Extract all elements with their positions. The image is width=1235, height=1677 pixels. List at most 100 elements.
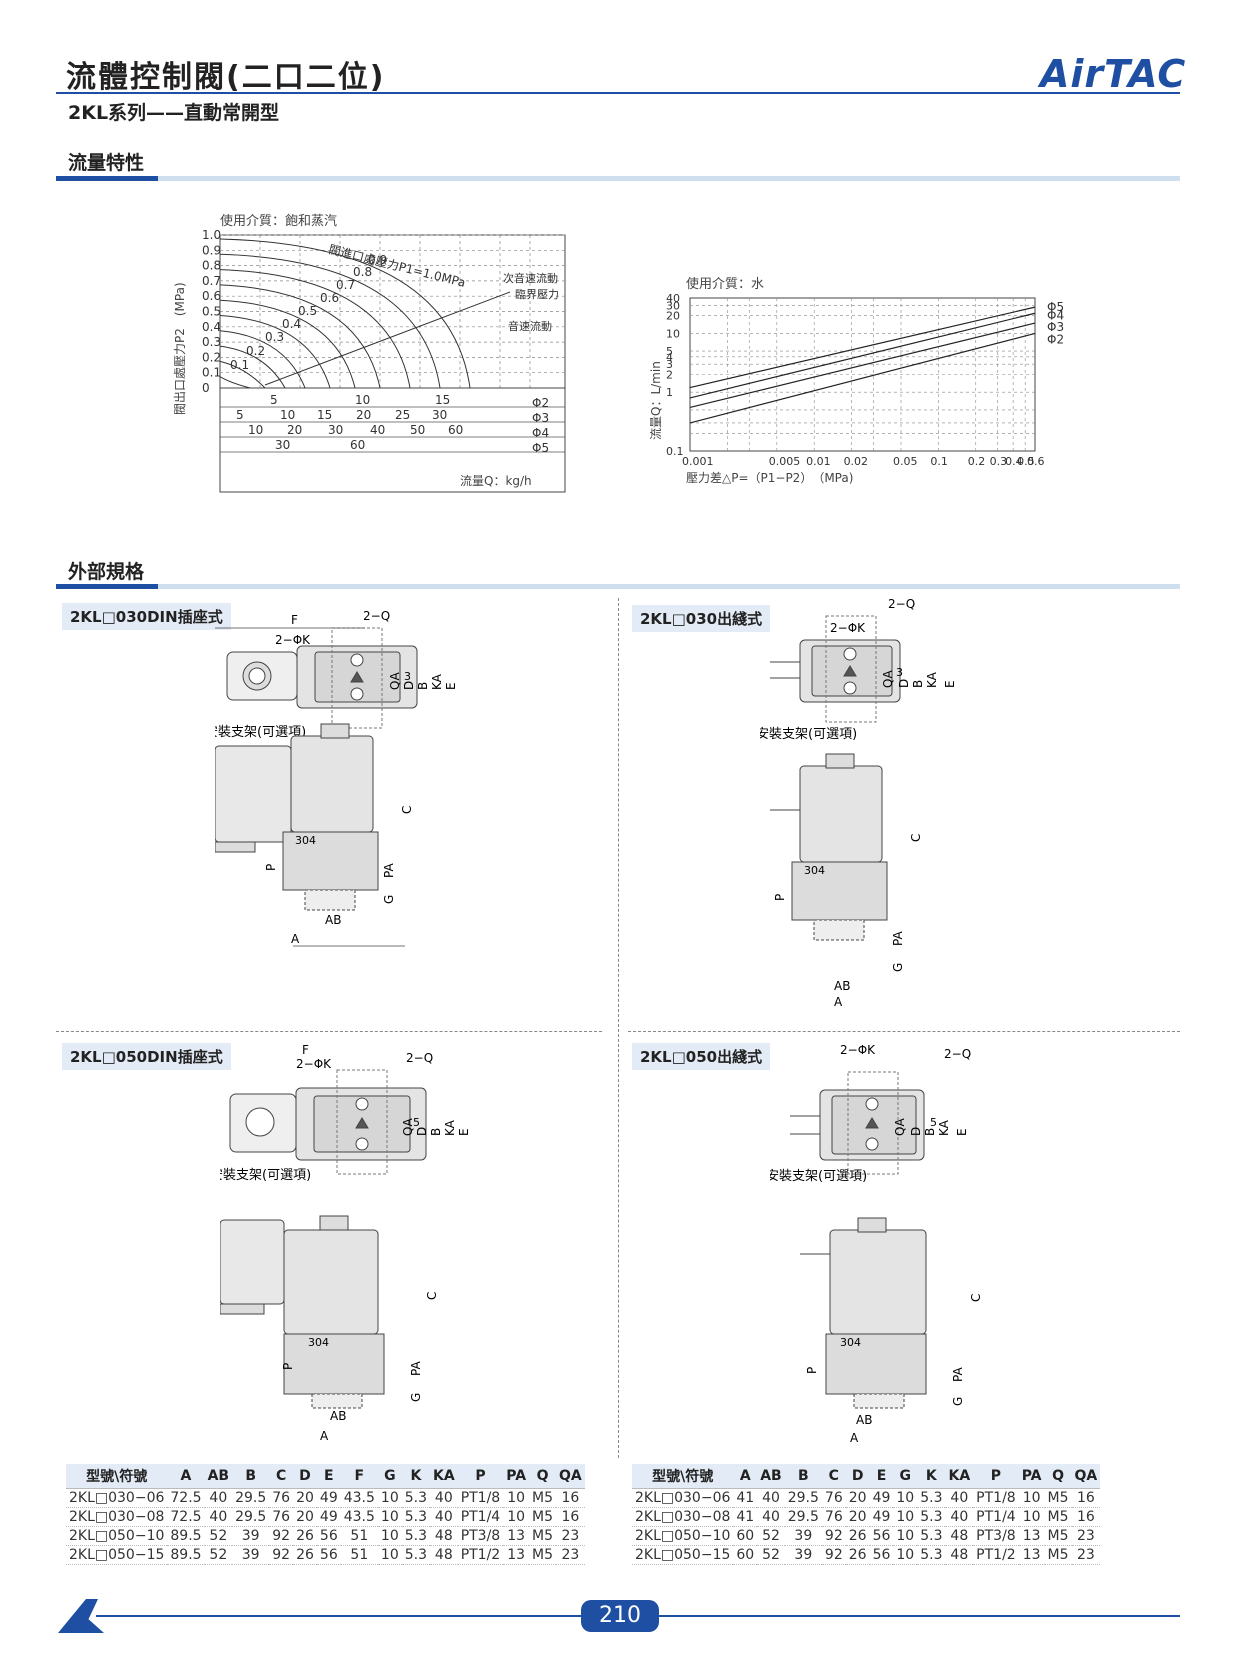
table-cell: 29.5	[232, 1488, 270, 1508]
table-cell: M5	[529, 1507, 557, 1527]
dim-ka: KA	[937, 1119, 951, 1136]
table-cell: 72.5	[167, 1507, 205, 1527]
steam-row-tick: 25	[395, 408, 410, 422]
dim-q-3: 2−Q	[406, 1051, 433, 1065]
steam-ytick: 0	[202, 381, 210, 395]
dim-b: B	[911, 680, 925, 688]
water-legend-label: Φ5	[1047, 300, 1064, 314]
dim-d: D	[402, 681, 416, 690]
dim-5-4: 5	[930, 1116, 937, 1129]
steam-curve-label: 0.4	[282, 317, 301, 331]
dim-k-3: 2−ΦK	[296, 1057, 332, 1071]
table-cell: 5.3	[917, 1526, 946, 1546]
water-legend-label: Φ3	[1047, 320, 1064, 334]
steam-ytick: 0.4	[202, 320, 221, 334]
table-cell: 23	[1071, 1545, 1101, 1565]
dim-q-4: 2−Q	[944, 1047, 971, 1061]
bracket-label-1: 安裝支架(可選項)	[215, 725, 306, 740]
steam-curve	[219, 284, 381, 389]
table-cell: 49	[869, 1488, 894, 1508]
dim-d: D	[909, 1127, 923, 1136]
table-cell: 76	[821, 1507, 846, 1527]
table-cell: 2KL□030−08	[632, 1507, 734, 1527]
table-cell: 48	[430, 1545, 458, 1565]
steam-row-tick: 15	[435, 393, 450, 407]
table-cell: PT3/8	[973, 1526, 1019, 1546]
steam-row-tick: 5	[270, 393, 278, 407]
steam-ytick: 0.8	[202, 259, 221, 273]
steam-ytick: 1.0	[202, 228, 221, 242]
water-ytick: 3	[666, 358, 673, 371]
dim-k-2: 2−ΦK	[830, 621, 866, 635]
dim-qa: QA	[893, 1118, 907, 1136]
drawing-tag-050-wire: 2KL□050出綫式	[632, 1043, 771, 1070]
table-cell: 51	[340, 1545, 378, 1565]
steam-ytick: 0.2	[202, 350, 221, 364]
steam-ytick: 0.5	[202, 305, 221, 319]
table-header-cell: F	[340, 1464, 378, 1489]
table-header-cell: Q	[1044, 1464, 1072, 1489]
dim-ab-4: AB	[856, 1413, 872, 1427]
table-cell: 10	[893, 1488, 918, 1508]
table-cell: 16	[1071, 1507, 1101, 1527]
steam-row-tick: 10	[355, 393, 370, 407]
steam-row-tick: 20	[287, 423, 302, 437]
water-ytick: 0.1	[666, 445, 684, 458]
table-cell: 39	[232, 1526, 270, 1546]
dim-qa: QA	[881, 670, 895, 688]
steam-flow-chart: 使用介質：飽和蒸汽 閥出口處壓力P2 (MPa) 1.00.90.80.70.6…	[173, 213, 566, 493]
table-cell: 39	[784, 1545, 822, 1565]
water-series-line	[689, 306, 1036, 389]
water-ytick: 2	[666, 369, 673, 382]
steam-row-tick: 15	[317, 408, 332, 422]
steam-row-tick: 5	[236, 408, 244, 422]
table-header-cell: C	[269, 1464, 294, 1489]
dim-ka: KA	[430, 673, 444, 690]
table-cell: 76	[269, 1507, 294, 1527]
mark-304-4: 304	[840, 1336, 861, 1349]
water-ytick: 1	[666, 386, 673, 399]
table-cell: M5	[1044, 1545, 1072, 1565]
steam-curve-label: 0.2	[246, 344, 265, 358]
table-cell: 10	[377, 1545, 402, 1565]
table-cell: 56	[316, 1526, 341, 1546]
table-header-cell: QA	[556, 1464, 585, 1489]
table-cell: 60	[733, 1526, 758, 1546]
steam-curve-label: 0.5	[298, 304, 317, 318]
table-cell: M5	[1044, 1507, 1072, 1527]
table-cell: PT3/8	[457, 1526, 504, 1546]
table-cell: 52	[204, 1526, 233, 1546]
table-cell: 20	[845, 1488, 870, 1508]
steam-curve-label: 0.1	[230, 358, 249, 372]
dim-g-3: G	[409, 1393, 423, 1402]
table-header-cell: 型號\符號	[632, 1464, 734, 1489]
horizontal-divider-right	[628, 1031, 1180, 1032]
steam-curve-label: 0.9	[368, 253, 387, 267]
dim-a-3: A	[320, 1429, 329, 1443]
table-cell: 29.5	[232, 1507, 270, 1527]
table-cell: 10	[377, 1526, 402, 1546]
table-cell: 76	[269, 1488, 294, 1508]
dim-ka: KA	[925, 671, 939, 688]
table-header-cell: C	[821, 1464, 846, 1489]
water-xtick: 0.001	[682, 455, 714, 468]
table-cell: 16	[556, 1507, 585, 1527]
table-header-cell: QA	[1071, 1464, 1101, 1489]
table-header-cell: E	[316, 1464, 341, 1489]
steam-medium-label: 使用介質：飽和蒸汽	[220, 213, 337, 229]
table-cell: 13	[1018, 1545, 1045, 1565]
dim-pa-1: PA	[382, 863, 396, 878]
steam-row-tick: 30	[432, 408, 447, 422]
dim-e: E	[457, 1128, 471, 1136]
dim-p-2: P	[773, 894, 787, 901]
table-cell: 20	[293, 1488, 317, 1508]
table-cell: 48	[430, 1526, 458, 1546]
horizontal-divider-left	[56, 1031, 602, 1032]
table-header-cell: D	[293, 1464, 317, 1489]
steam-curve	[219, 345, 286, 389]
steam-curve	[219, 330, 306, 389]
